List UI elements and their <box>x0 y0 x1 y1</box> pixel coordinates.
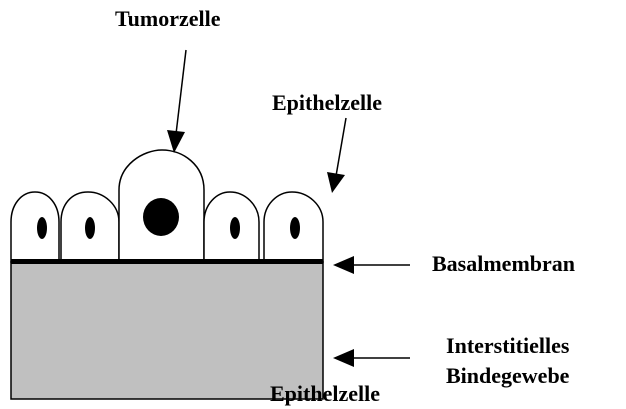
nucleus-3 <box>230 217 240 239</box>
label-epithelial-cell-top: Epithelzelle <box>272 92 382 114</box>
arrow-tumor-head <box>167 130 185 153</box>
interstitial-tissue <box>11 262 323 399</box>
label-interstitial-line2: Bindegewebe <box>446 361 569 391</box>
arrow-basal-head <box>333 256 354 274</box>
arrow-inter-head <box>333 349 354 367</box>
nucleus-1 <box>37 217 47 239</box>
label-interstitial-line1: Interstitielles <box>446 331 569 361</box>
nucleus-4 <box>290 217 300 239</box>
basement-membrane <box>11 259 323 264</box>
label-basement-membrane: Basalmembran <box>432 253 575 275</box>
label-interstitial-tissue: Interstitielles Bindegewebe <box>446 331 569 391</box>
arrow-tumor-shaft <box>176 50 186 134</box>
nucleus-2 <box>85 217 95 239</box>
arrow-epi-head <box>327 172 345 193</box>
epithelial-cell-1 <box>11 192 59 262</box>
tumor-nucleus <box>143 198 179 236</box>
label-epithelial-cell-bottom: Epithelzelle <box>270 383 380 405</box>
label-tumor-cell: Tumorzelle <box>115 8 221 30</box>
arrow-epi-shaft <box>336 118 346 176</box>
